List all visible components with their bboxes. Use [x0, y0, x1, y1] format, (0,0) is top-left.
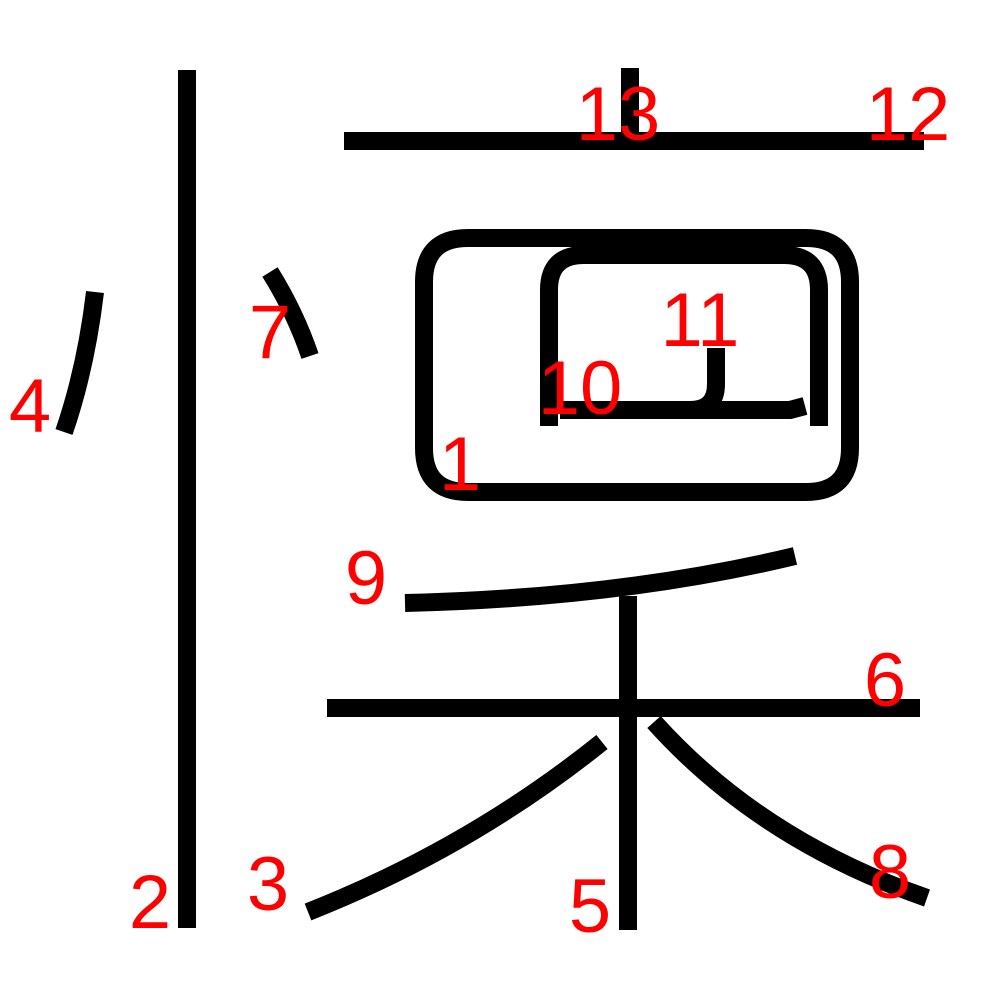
stroke-number-label: 13: [576, 72, 661, 157]
stroke-8-right-falling-sweep: [647, 715, 930, 907]
stroke-number-label: 3: [247, 842, 289, 927]
stroke-number-label: 8: [869, 830, 911, 915]
stroke-number-label: 12: [866, 72, 951, 157]
stroke-number-label: 7: [249, 290, 291, 375]
stroke-7-right-dot: [262, 267, 319, 359]
strokes-layer: [55, 68, 930, 930]
stroke-9-upper-falling-horizontal: [404, 547, 798, 612]
stroke-number-label: 2: [129, 860, 171, 945]
stroke-number-label: 1: [439, 422, 481, 507]
stroke-number-label: 10: [538, 346, 623, 431]
stroke-3-left-falling-sweep: [304, 734, 608, 921]
stroke-number-label: 6: [864, 638, 906, 723]
stroke-11-inner-hook: [560, 348, 808, 419]
stroke-number-label: 9: [345, 536, 387, 621]
stroke-number-label: 11: [661, 278, 740, 363]
stroke-number-label: 4: [9, 364, 51, 449]
stroke-10-inner-box-frame: [540, 246, 828, 426]
stroke-4-left-dot: [55, 290, 104, 435]
stroke-number-label: 5: [569, 864, 611, 949]
stroke-1-outer-rounded-box: [415, 229, 859, 501]
